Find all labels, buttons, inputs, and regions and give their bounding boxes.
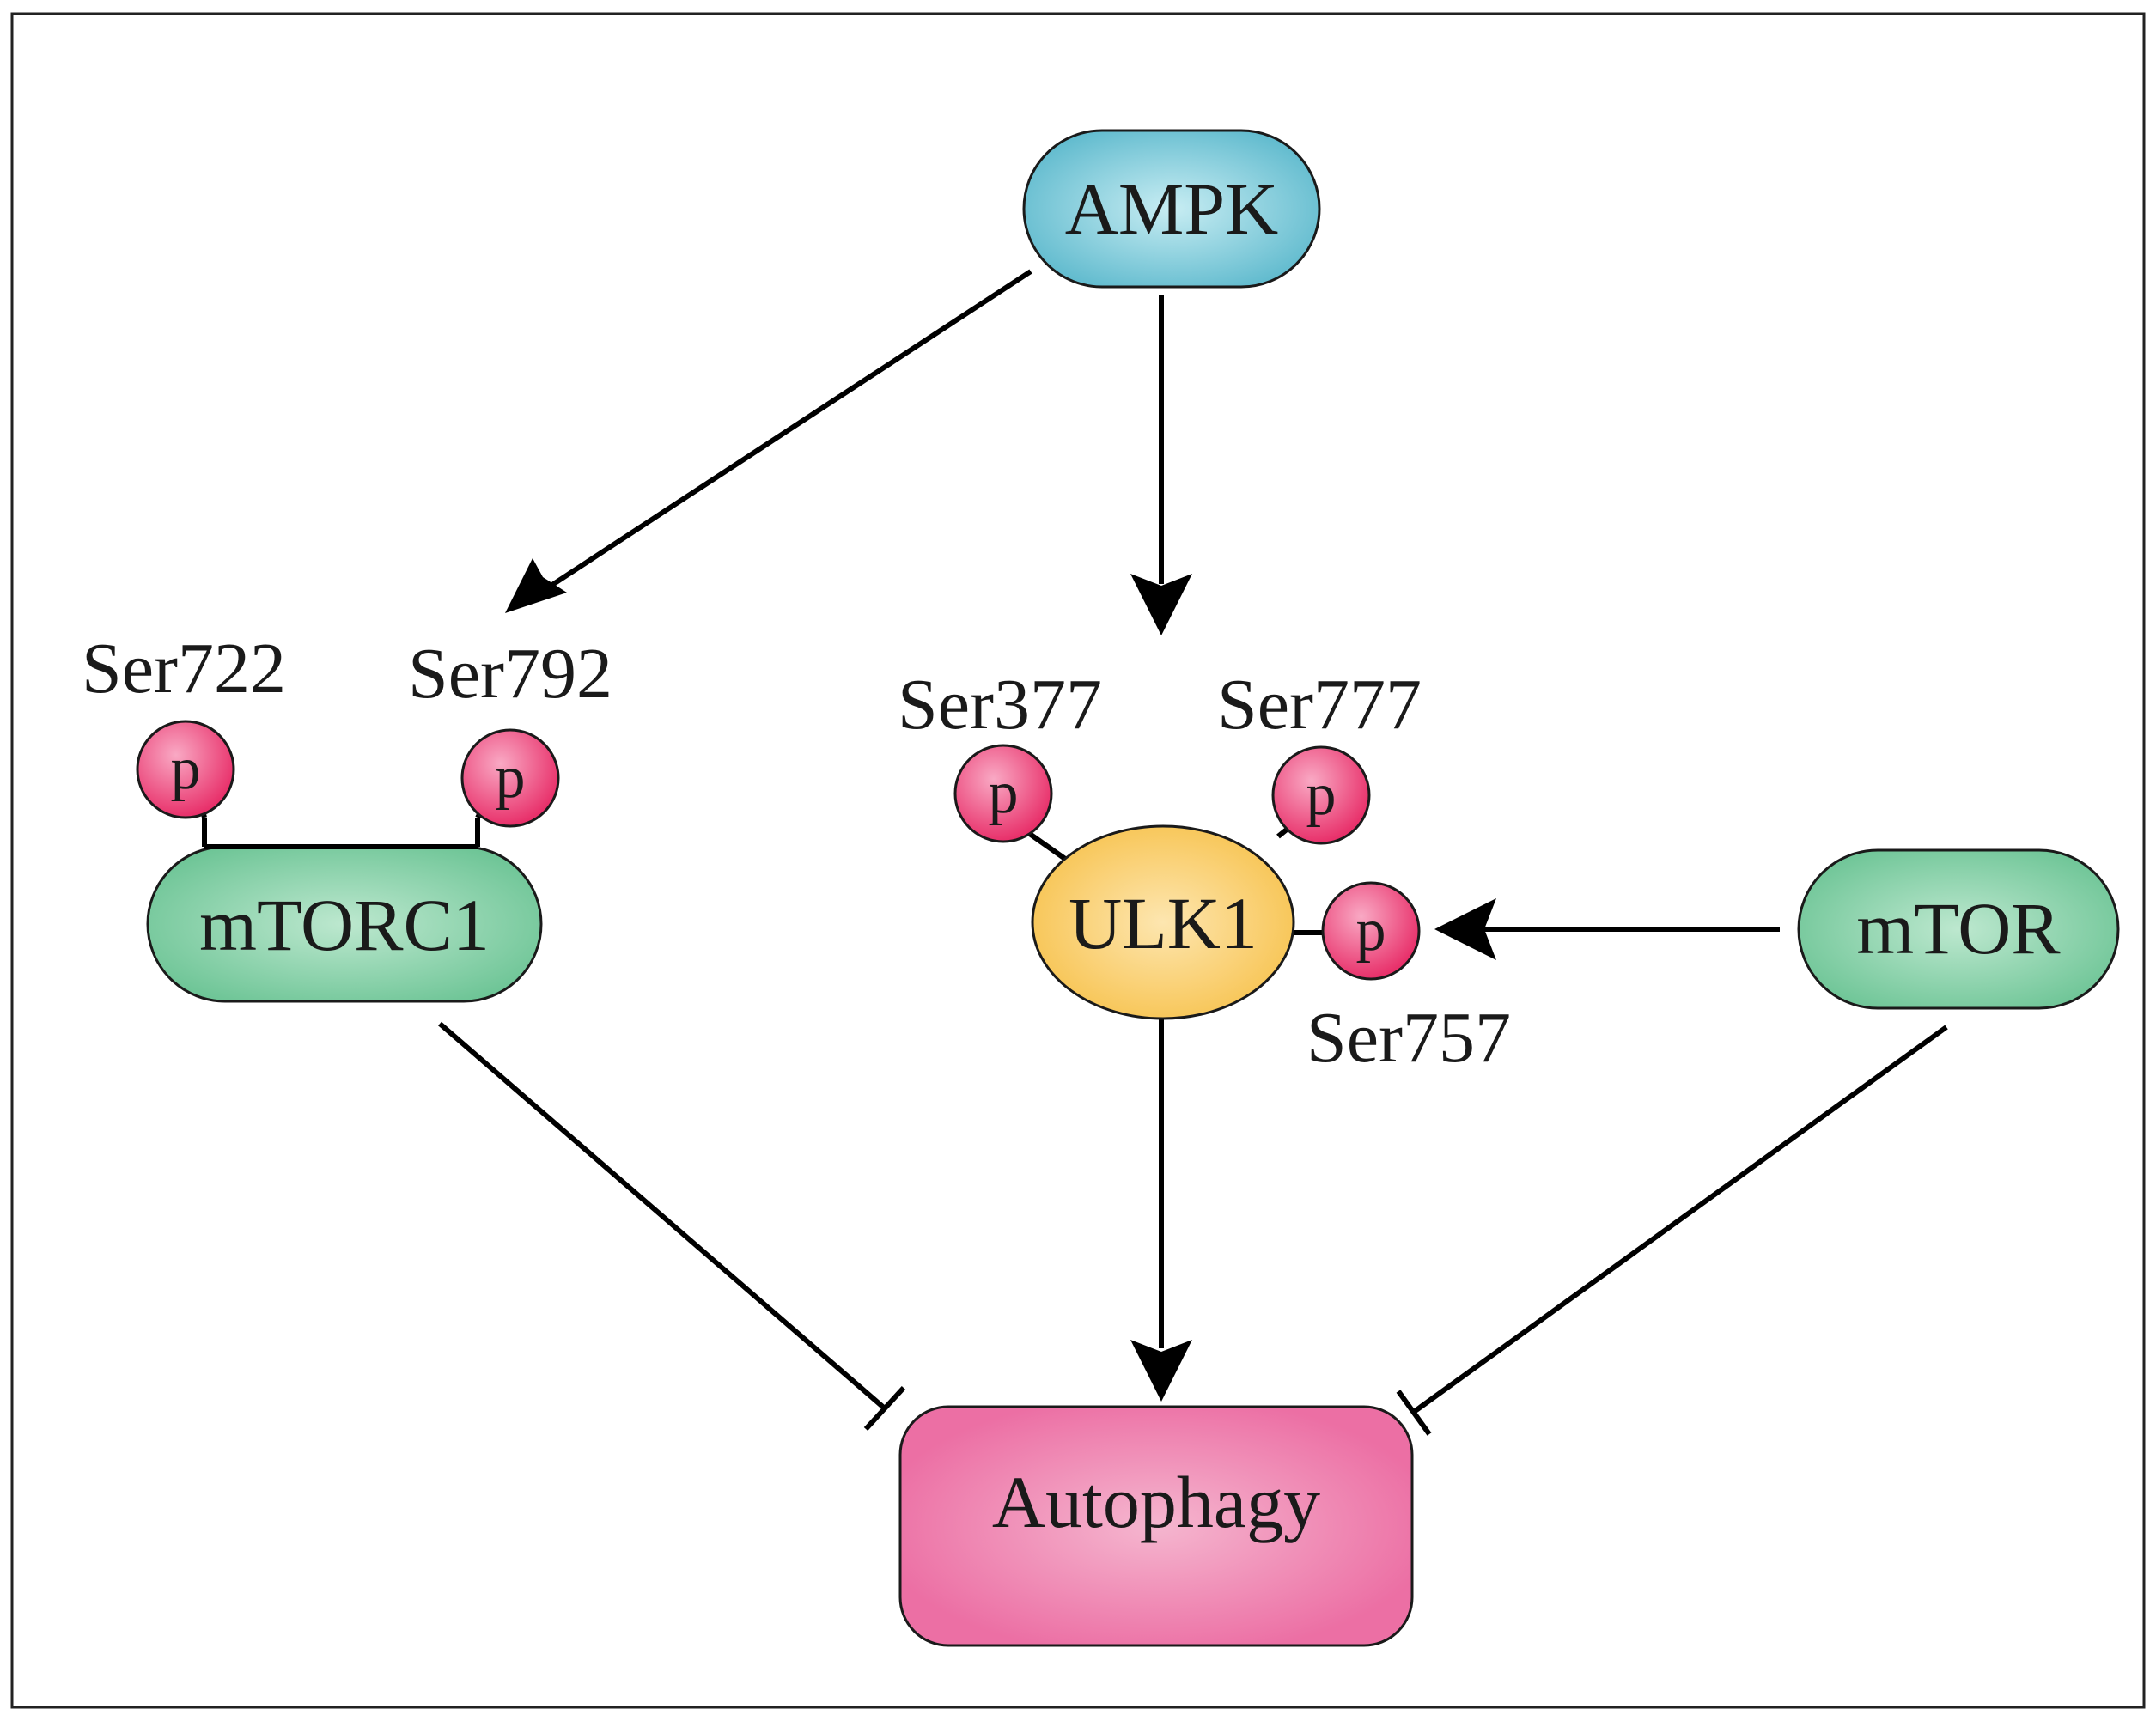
phospho-site-ser792-label: Ser792: [408, 634, 612, 714]
node-ampk-label: AMPK: [1065, 167, 1279, 250]
figure-frame: [10, 12, 2146, 1709]
phospho-site-ser777-label: Ser777: [1217, 665, 1422, 745]
node-ampk: AMPK: [1022, 129, 1321, 289]
edge-ulk1-to-autophagy: [1130, 1010, 1192, 1402]
edge-ampk-to-ulk1: [1130, 295, 1192, 635]
phospho-symbol: p: [1356, 897, 1386, 964]
edges: [438, 269, 1948, 1436]
phospho-site-ser757-label: Ser757: [1306, 998, 1511, 1078]
edge-mtor-inhibits-autophagy: [1396, 1025, 1948, 1436]
arrowhead: [1434, 898, 1496, 960]
phospho-site-ser722: p Ser722: [82, 629, 286, 819]
node-ulk1-label: ULK1: [1069, 882, 1258, 964]
phospho-symbol: p: [171, 736, 201, 802]
phospho-site-ser792: p Ser792: [408, 634, 612, 828]
arrowhead: [1130, 1340, 1192, 1402]
node-mtor-label: mTOR: [1856, 887, 2061, 970]
inhibition-bar: [1396, 1390, 1432, 1436]
node-mtorc1-label: mTORC1: [199, 884, 490, 966]
node-autophagy-label: Autophagy: [992, 1461, 1320, 1543]
arrowhead: [505, 558, 567, 613]
arrowhead: [1130, 574, 1192, 635]
phospho-site-ser757: p Ser757: [1306, 881, 1511, 1078]
phospho-site-ser722-label: Ser722: [82, 629, 286, 708]
node-mtor: mTOR: [1797, 848, 2120, 1010]
phospho-site-ser377-label: Ser377: [898, 665, 1102, 745]
node-ulk1: ULK1: [1017, 805, 1323, 1020]
node-autophagy: Autophagy: [898, 1405, 1414, 1647]
edge-mtorc1-inhibits-autophagy: [438, 1021, 906, 1432]
phospho-site-ser377: p Ser377: [898, 665, 1102, 843]
phospho-symbol: p: [1306, 762, 1337, 828]
edge-mtor-to-ser757: [1434, 898, 1780, 960]
phospho-symbol: p: [496, 745, 526, 811]
edge-ampk-to-ser792: [505, 269, 1032, 613]
inhibition-bar: [863, 1385, 906, 1432]
node-mtorc1: mTORC1: [146, 781, 543, 1003]
phospho-symbol: p: [989, 760, 1019, 826]
phospho-site-ser777: p Ser777: [1217, 665, 1422, 845]
